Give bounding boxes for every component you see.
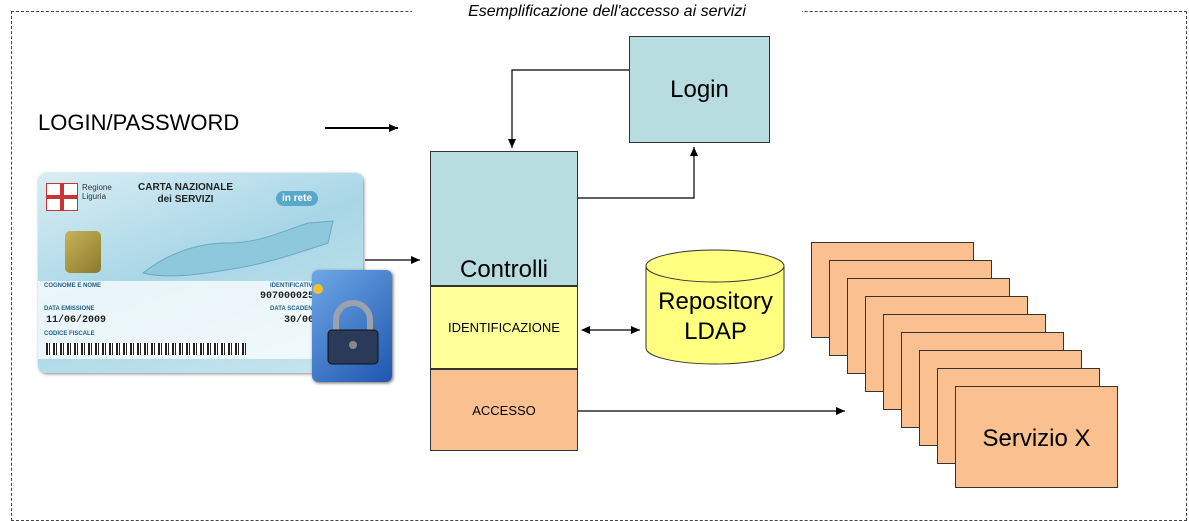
identificazione-label: IDENTIFICAZIONE [448,320,560,335]
card-fiscal-label: CODICE FISCALE [44,331,95,337]
yellow-dot [313,284,323,294]
card-expiry-value: 30/06 [284,315,315,326]
card-surname-label: COGNOME E NOME [44,283,102,289]
accesso-box: ACCESSO [430,369,578,451]
controlli-box: Controlli [430,151,578,286]
identificazione-box: IDENTIFICAZIONE [430,286,578,369]
card-badge: in rete [276,191,319,206]
repository-label-line2: LDAP [684,318,747,345]
liguria-map-icon [141,220,334,277]
liguria-coat-icon [46,183,78,211]
card-title: CARTA NAZIONALE dei SERVIZI [138,182,233,205]
login-box: Login [629,36,770,143]
card-region: Regione Liguria [82,183,112,201]
card-ident-value: 90700002521 [260,291,327,302]
repository-label-line1: Repository [658,288,773,315]
login-password-label: LOGIN/PASSWORD [38,110,240,135]
card-barcode [46,343,246,355]
card-issue-value: 11/06/2009 [46,315,107,326]
accesso-label: ACCESSO [472,403,536,418]
connector-layer [325,69,845,415]
login-label: Login [670,76,729,103]
service-card-front: Servizio X [955,386,1118,488]
padlock-icon [327,300,379,365]
card-expiry-label: DATA SCADENZA [270,306,321,312]
diagram-title: Esemplificazione dell'accesso ai servizi [412,4,802,20]
smart-card: Regione Liguria CARTA NAZIONALE dei SERV… [38,173,363,373]
servizio-label: Servizio X [982,425,1091,452]
repository-cylinder [645,249,785,365]
controlli-to-login-arrow [578,147,698,199]
controlli-label: Controlli [459,256,549,283]
chip-icon [65,231,101,273]
login-to-controlli-arrow [508,69,629,148]
card-issue-label: DATA EMISSIONE [44,306,95,312]
card-ident-label: IDENTIFICATIVO [270,283,318,289]
